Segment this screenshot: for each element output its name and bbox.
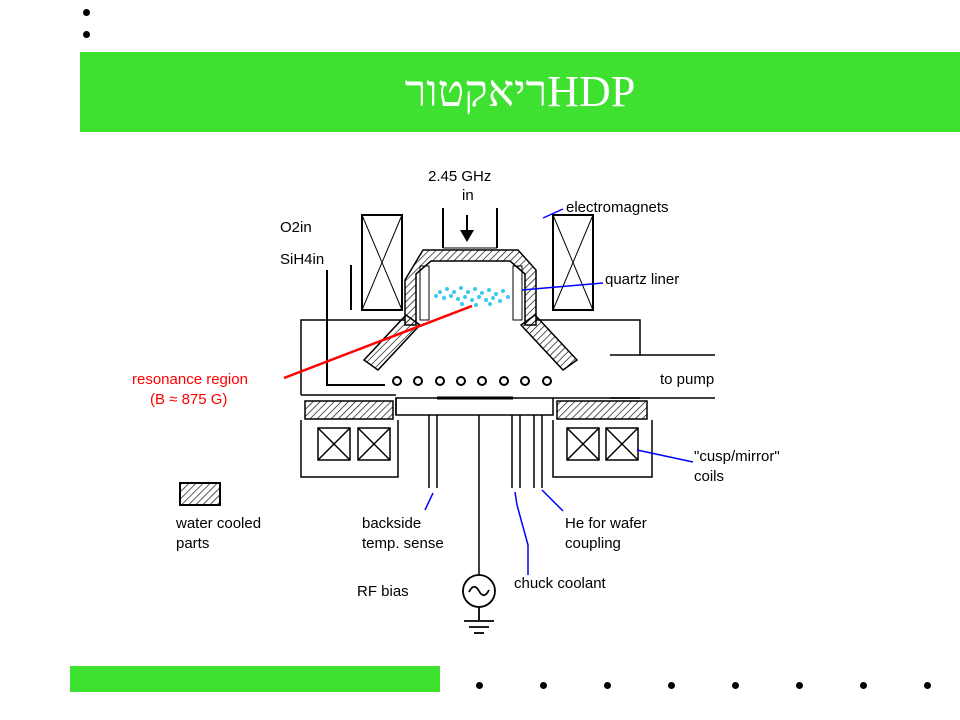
label-to-pump: to pump bbox=[660, 371, 714, 388]
footer-bar bbox=[70, 666, 440, 692]
label-water-cooled: water cooled bbox=[175, 515, 261, 532]
gas-inlets bbox=[326, 265, 385, 386]
chamber-body bbox=[300, 319, 715, 478]
label-backside: backside bbox=[362, 515, 421, 532]
footer-dot bbox=[796, 682, 803, 689]
microwave-waveguide bbox=[442, 208, 498, 249]
pointer-lines-red bbox=[283, 304, 473, 380]
label-o2-in: O2in bbox=[280, 219, 312, 236]
water-cooled-block-left bbox=[304, 400, 394, 420]
footer-dot bbox=[668, 682, 675, 689]
label-he-wafer: He for wafer bbox=[565, 515, 647, 532]
page-title: ריאקטורHDP bbox=[404, 67, 636, 116]
pointer-lines-blue bbox=[424, 208, 694, 575]
label-cusp-coils-2: coils bbox=[694, 468, 724, 485]
electromagnet-right bbox=[552, 214, 594, 311]
label-coupling: coupling bbox=[565, 535, 621, 552]
label-chuck-coolant: chuck coolant bbox=[514, 575, 607, 592]
label-cusp-coils: "cusp/mirror" bbox=[694, 448, 780, 465]
water-cooled-block-right bbox=[556, 400, 648, 420]
footer-dot bbox=[924, 682, 931, 689]
footer-dot bbox=[476, 682, 483, 689]
label-rf-bias: RF bias bbox=[357, 583, 409, 600]
label-microwave: 2.45 GHz bbox=[428, 168, 491, 185]
cusp-coils-left bbox=[317, 427, 391, 461]
rf-source-symbol bbox=[462, 574, 496, 634]
footer-dot bbox=[860, 682, 867, 689]
label-quartz-liner: quartz liner bbox=[605, 271, 679, 288]
title-bar: ריאקטורHDP bbox=[80, 52, 960, 132]
cusp-coils-right bbox=[566, 427, 639, 461]
label-electromagnets: electromagnets bbox=[566, 199, 669, 216]
label-microwave-in: in bbox=[462, 187, 474, 204]
footer-dot bbox=[540, 682, 547, 689]
legend-hatch-swatch bbox=[179, 482, 221, 506]
label-resonance-field: (B ≈ 875 G) bbox=[150, 391, 227, 408]
footer-dot bbox=[604, 682, 611, 689]
label-water-cooled-2: parts bbox=[176, 535, 209, 552]
bullet-dot bbox=[83, 31, 90, 38]
bullet-dot bbox=[83, 9, 90, 16]
label-sih4-in: SiH4in bbox=[280, 251, 324, 268]
gas-ring-holes bbox=[392, 376, 552, 386]
electromagnet-left bbox=[361, 214, 403, 311]
plasma-region bbox=[434, 286, 510, 307]
label-resonance-region: resonance region bbox=[132, 371, 248, 388]
label-temp-sense: temp. sense bbox=[362, 535, 444, 552]
footer-dot bbox=[732, 682, 739, 689]
chuck-pipes bbox=[428, 415, 543, 575]
